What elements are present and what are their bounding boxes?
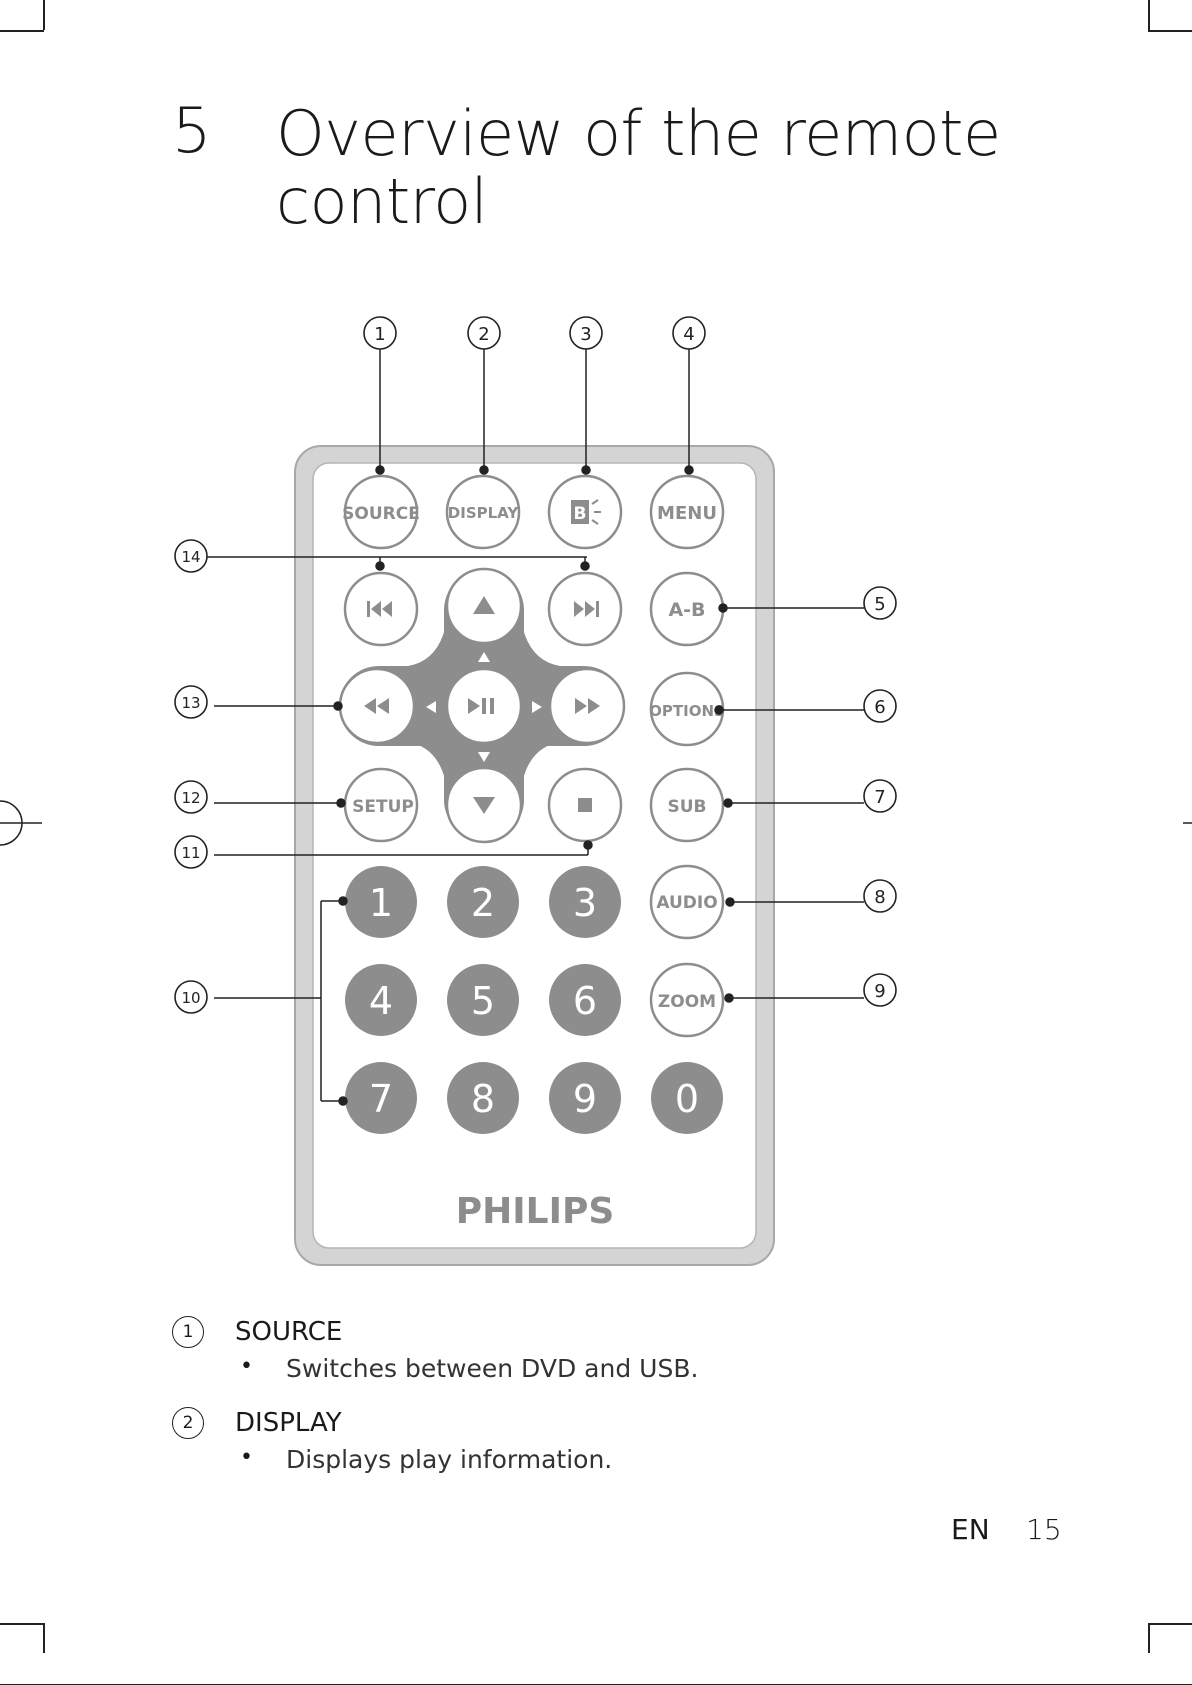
- ab-repeat-button-label: A-B: [668, 599, 705, 621]
- callout-3: 3: [570, 317, 602, 349]
- audio-button-label: AUDIO: [656, 893, 717, 913]
- digit-button-7[interactable]: 7: [345, 1062, 417, 1134]
- callout-number: 1: [374, 324, 385, 345]
- digit-button-4[interactable]: 4: [345, 964, 417, 1036]
- callout-number: 6: [874, 697, 885, 718]
- setup-button[interactable]: SETUP: [345, 769, 417, 841]
- play-pause-button[interactable]: [447, 669, 521, 743]
- backlight-icon-letter: B: [574, 504, 587, 524]
- legend-description: Displays play information.: [286, 1445, 612, 1474]
- legend-number: 1: [172, 1316, 204, 1348]
- callout-number: 3: [580, 324, 591, 345]
- legend-label: SOURCE: [235, 1317, 342, 1347]
- digit-button-0[interactable]: 0: [651, 1062, 723, 1134]
- stop-icon: [578, 798, 592, 812]
- footer-language: EN: [951, 1513, 990, 1546]
- callout-number: 13: [181, 694, 200, 712]
- digit-label: 0: [675, 1077, 699, 1121]
- legend-label: DISPLAY: [235, 1408, 342, 1438]
- digit-button-2[interactable]: 2: [447, 866, 519, 938]
- rewind-button[interactable]: [340, 669, 414, 743]
- callout-number: 5: [874, 594, 885, 615]
- callout-number: 12: [181, 789, 200, 807]
- zoom-button-label: ZOOM: [658, 992, 716, 1012]
- digit-label: 3: [573, 881, 597, 925]
- down-button[interactable]: [447, 768, 521, 842]
- callout-6: 6: [864, 690, 896, 722]
- callout-12: 12: [175, 781, 207, 813]
- stop-button[interactable]: [549, 769, 621, 841]
- subtitle-button-label: SUB: [667, 797, 706, 817]
- display-button[interactable]: DISPLAY: [447, 476, 519, 548]
- digit-button-9[interactable]: 9: [549, 1062, 621, 1134]
- previous-button[interactable]: [345, 573, 417, 645]
- digit-label: 6: [573, 979, 597, 1023]
- fast-forward-button[interactable]: [550, 669, 624, 743]
- callout-number: 11: [181, 844, 200, 862]
- bullet: •: [240, 1354, 253, 1379]
- callout-number: 2: [478, 324, 489, 345]
- digit-button-3[interactable]: 3: [549, 866, 621, 938]
- callout-7: 7: [864, 780, 896, 812]
- menu-button-label: MENU: [657, 503, 717, 524]
- digit-button-8[interactable]: 8: [447, 1062, 519, 1134]
- next-button[interactable]: [549, 573, 621, 645]
- source-button-label: SOURCE: [342, 504, 420, 524]
- callout-2: 2: [468, 317, 500, 349]
- display-button-label: DISPLAY: [448, 504, 520, 522]
- subtitle-button[interactable]: SUB: [651, 769, 723, 841]
- digit-label: 8: [471, 1077, 495, 1121]
- callout-8: 8: [864, 880, 896, 912]
- source-button[interactable]: SOURCE: [342, 476, 420, 548]
- callout-5: 5: [864, 587, 896, 619]
- digit-label: 9: [573, 1077, 597, 1121]
- digit-button-1[interactable]: 1: [345, 866, 417, 938]
- callout-14: 14: [175, 540, 207, 572]
- up-button[interactable]: [447, 569, 521, 643]
- callout-9: 9: [864, 974, 896, 1006]
- digit-label: 5: [471, 979, 495, 1023]
- digit-label: 7: [369, 1077, 393, 1121]
- footer-page-number: 15: [1026, 1513, 1062, 1546]
- legend-description: Switches between DVD and USB.: [286, 1354, 698, 1383]
- callout-number: 4: [683, 324, 694, 345]
- callout-13: 13: [175, 686, 207, 718]
- audio-button[interactable]: AUDIO: [651, 866, 723, 938]
- backlight-button[interactable]: B: [549, 476, 621, 548]
- digit-label: 4: [369, 979, 393, 1023]
- callout-1: 1: [364, 317, 396, 349]
- menu-button[interactable]: MENU: [651, 476, 723, 548]
- zoom-button[interactable]: ZOOM: [651, 964, 723, 1036]
- ab-repeat-button[interactable]: A-B: [651, 573, 723, 645]
- brand-logo: PHILIPS: [456, 1191, 615, 1232]
- setup-button-label: SETUP: [352, 797, 414, 817]
- callout-number: 8: [874, 887, 885, 908]
- digit-label: 1: [369, 881, 393, 925]
- options-button-label: OPTIONS: [649, 702, 725, 720]
- bullet: •: [240, 1445, 253, 1470]
- callout-11: 11: [175, 836, 207, 868]
- digit-label: 2: [471, 881, 495, 925]
- digit-button-5[interactable]: 5: [447, 964, 519, 1036]
- legend-number: 2: [172, 1407, 204, 1439]
- callout-number: 14: [181, 548, 200, 566]
- callout-4: 4: [673, 317, 705, 349]
- callout-number: 7: [874, 787, 885, 808]
- callout-number: 9: [874, 981, 885, 1002]
- callout-number: 10: [181, 989, 200, 1007]
- options-button[interactable]: OPTIONS: [649, 673, 725, 745]
- digit-button-6[interactable]: 6: [549, 964, 621, 1036]
- callout-10: 10: [175, 981, 207, 1013]
